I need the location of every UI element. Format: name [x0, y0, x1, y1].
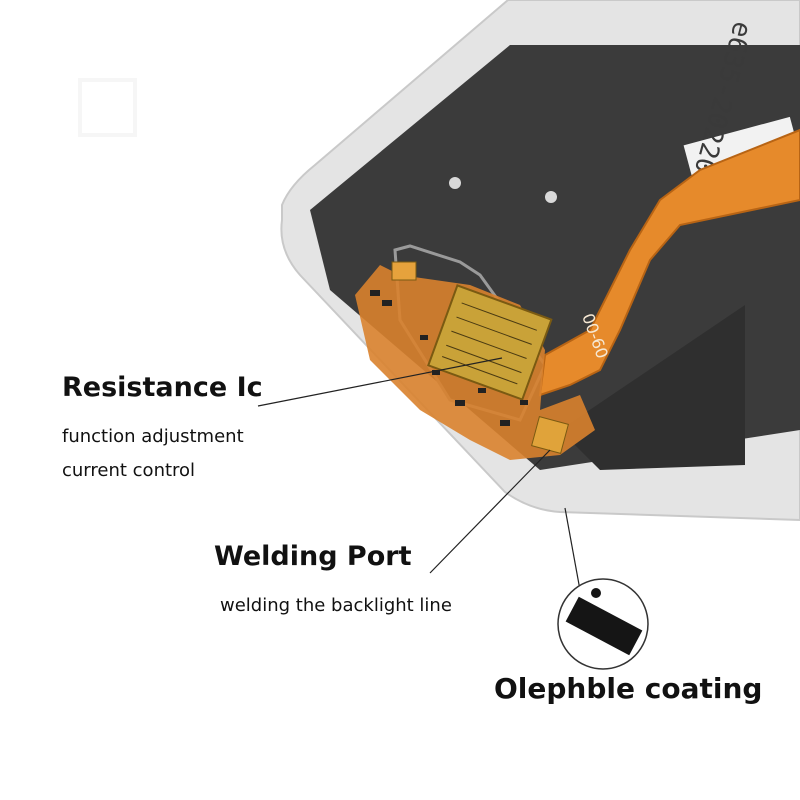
olephobic-coating-title: Olephble coating [494, 672, 763, 705]
welding-leader-line [429, 449, 551, 574]
coating-leader-line [564, 507, 581, 591]
small-pad [391, 261, 417, 281]
welding-port-title: Welding Port [214, 541, 412, 572]
pcb-components [370, 290, 528, 426]
resistance-ic-desc-line: function adjustment [62, 426, 244, 447]
ic-chip-lines [441, 302, 537, 385]
resistance-ic-desc-line: current control [62, 460, 196, 481]
coating-sample-dot [591, 588, 601, 598]
lcd-back-panel-bottom [560, 305, 745, 470]
coating-sample-chip [565, 596, 643, 656]
resistance-ic-title: Resistance Ic [62, 372, 263, 403]
resistance-ic-chip [427, 284, 553, 401]
flex-cable [538, 128, 800, 397]
welding-port-pads [531, 416, 569, 454]
resistance-leader-line [257, 357, 503, 407]
welding-port-desc-line: welding the backlight line [220, 595, 452, 616]
reflection-mark [78, 78, 137, 137]
mount-dot [449, 177, 461, 189]
mount-dot [545, 191, 557, 203]
